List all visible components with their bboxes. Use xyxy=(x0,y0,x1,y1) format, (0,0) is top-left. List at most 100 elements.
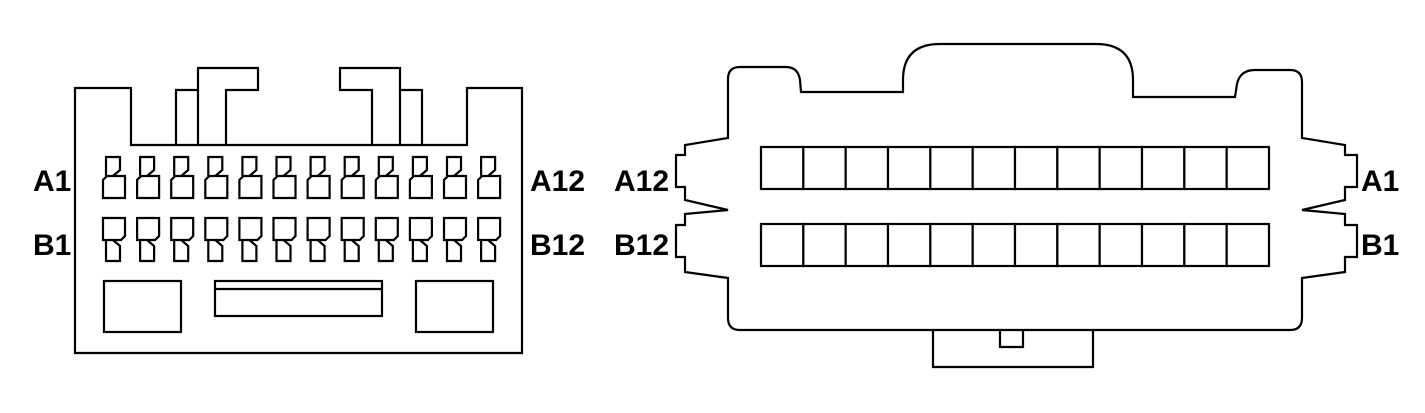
left-connector: A1 A12 B1 B12 xyxy=(33,66,585,355)
left-label-b12: B12 xyxy=(530,229,585,262)
left-connector-housing xyxy=(73,86,524,355)
right-cavity-a6 xyxy=(1013,145,1059,191)
right-label-b1: B1 xyxy=(1361,229,1399,262)
left-terminal-a1 xyxy=(101,155,127,200)
terminal-lock-tab xyxy=(343,239,360,263)
right-cavity-a10 xyxy=(844,145,890,191)
terminal-body xyxy=(408,174,433,200)
left-terminal-a6 xyxy=(272,155,297,200)
left-terminal-a5 xyxy=(238,155,263,200)
terminal-lock-tab xyxy=(411,239,428,263)
left-label-a1: A1 xyxy=(33,165,71,198)
terminal-lock-tab xyxy=(173,155,190,177)
terminal-body xyxy=(477,216,502,242)
terminal-body xyxy=(272,174,297,200)
terminal-lock-tab xyxy=(480,155,497,177)
left-lock-tab-left xyxy=(174,66,260,145)
left-label-b1: B1 xyxy=(33,229,71,262)
terminal-body xyxy=(136,216,161,242)
right-cavity-b8 xyxy=(929,222,974,268)
right-cavity-b10 xyxy=(844,222,890,268)
right-cavity-row-a xyxy=(759,145,1271,191)
terminal-lock-tab xyxy=(445,155,463,177)
terminal-lock-tab xyxy=(173,239,190,263)
terminal-lock-tab xyxy=(275,155,292,177)
right-cavity-b3 xyxy=(1140,222,1186,268)
left-terminal-b7 xyxy=(306,216,331,263)
terminal-body xyxy=(408,216,433,242)
terminal-lock-tab xyxy=(377,239,394,263)
terminal-lock-tab xyxy=(104,155,122,177)
right-label-b12: B12 xyxy=(614,229,669,262)
terminal-lock-tab xyxy=(139,155,156,177)
terminal-lock-tab xyxy=(207,155,224,177)
left-terminal-a11 xyxy=(442,155,468,200)
terminal-body xyxy=(101,174,127,200)
terminal-body xyxy=(306,216,331,242)
terminal-body xyxy=(272,216,297,242)
terminal-lock-tab xyxy=(139,239,156,263)
left-label-a12: A12 xyxy=(530,165,585,198)
terminal-body xyxy=(442,216,468,242)
terminal-lock-tab xyxy=(377,155,394,177)
terminal-body xyxy=(204,216,229,242)
left-terminal-a9 xyxy=(374,155,399,200)
right-cavity-b6 xyxy=(1013,222,1059,268)
left-bottom-latch xyxy=(213,279,384,318)
right-cavity-a8 xyxy=(929,145,974,191)
right-bottom-latch xyxy=(931,330,1095,369)
left-terminal-b4 xyxy=(204,216,229,263)
terminal-body xyxy=(238,174,263,200)
terminal-lock-tab xyxy=(241,155,258,177)
right-connector: A12 A1 B12 B1 xyxy=(614,42,1399,369)
terminal-lock-tab xyxy=(104,239,122,263)
right-cavity-b7 xyxy=(971,222,1017,268)
left-terminal-a4 xyxy=(204,155,229,200)
terminal-body xyxy=(238,216,263,242)
right-cavity-a1 xyxy=(1225,145,1271,191)
left-terminal-b9 xyxy=(374,216,399,263)
right-cavity-a4 xyxy=(1098,145,1144,191)
left-terminal-b6 xyxy=(272,216,297,263)
right-cavity-a11 xyxy=(802,145,847,191)
left-terminal-a10 xyxy=(408,155,433,200)
left-terminal-row-a xyxy=(101,155,502,200)
right-cavity-b4 xyxy=(1098,222,1144,268)
terminal-lock-tab xyxy=(480,239,497,263)
right-connector-housing xyxy=(674,42,1359,332)
left-bottom-key-right xyxy=(414,279,495,334)
left-terminal-b10 xyxy=(408,216,433,263)
right-label-a1: A1 xyxy=(1361,165,1399,198)
terminal-body xyxy=(340,216,365,242)
right-cavity-b1 xyxy=(1225,222,1271,268)
left-terminal-b2 xyxy=(136,216,161,263)
right-cavity-a7 xyxy=(971,145,1017,191)
terminal-body xyxy=(204,174,229,200)
terminal-lock-tab xyxy=(343,155,360,177)
left-terminal-row-b xyxy=(101,216,502,263)
left-terminal-b1 xyxy=(101,216,127,263)
left-terminal-b3 xyxy=(170,216,195,263)
terminal-body xyxy=(477,174,502,200)
terminal-body xyxy=(101,216,127,242)
terminal-body xyxy=(170,216,195,242)
right-cavity-b12 xyxy=(759,222,805,268)
right-cavity-a3 xyxy=(1140,145,1186,191)
terminal-lock-tab xyxy=(309,155,326,177)
terminal-lock-tab xyxy=(207,239,224,263)
terminal-body xyxy=(374,216,399,242)
terminal-lock-tab xyxy=(241,239,258,263)
right-cavity-row-b xyxy=(759,222,1271,268)
right-cavity-b5 xyxy=(1056,222,1101,268)
terminal-lock-tab xyxy=(411,155,428,177)
right-label-a12: A12 xyxy=(614,165,669,198)
left-terminal-a3 xyxy=(170,155,195,200)
right-cavity-b9 xyxy=(886,222,932,268)
left-terminal-b12 xyxy=(477,216,502,263)
left-lock-tab-right xyxy=(338,66,424,145)
left-terminal-b8 xyxy=(340,216,365,263)
right-cavity-a9 xyxy=(886,145,932,191)
left-bottom-key-left xyxy=(102,279,183,334)
left-terminal-a8 xyxy=(340,155,365,200)
